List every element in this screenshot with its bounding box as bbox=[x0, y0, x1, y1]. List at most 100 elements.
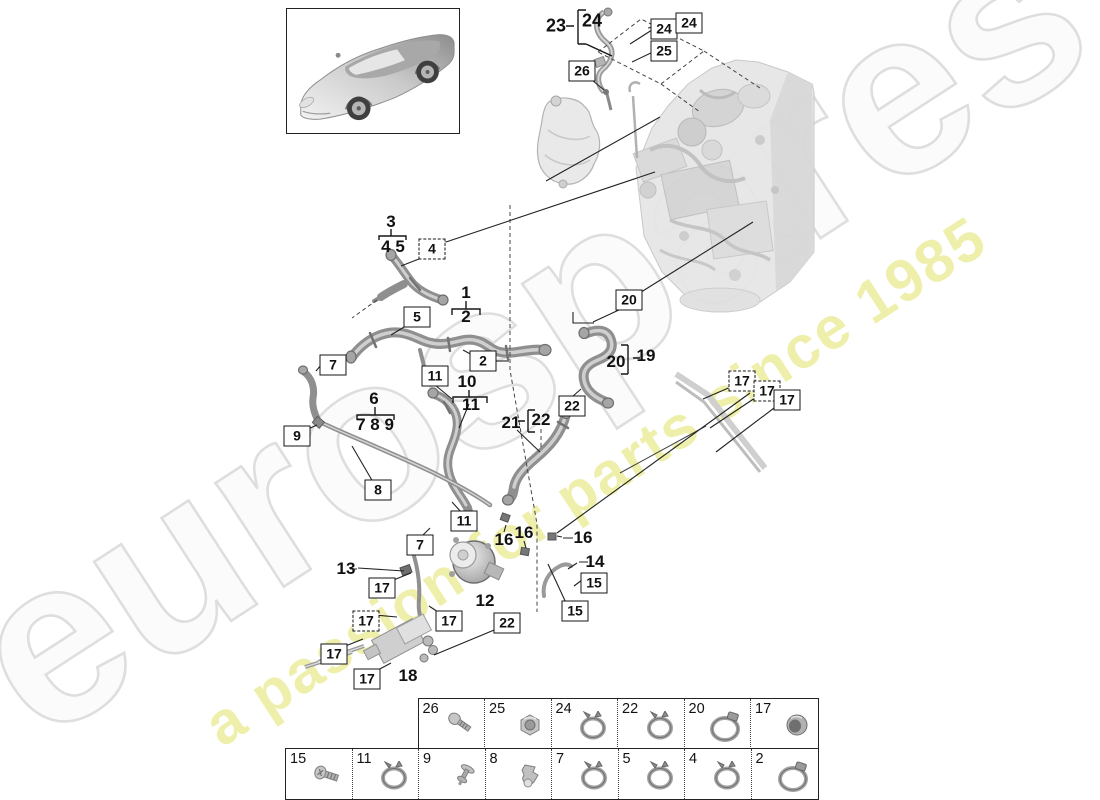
callout-label-1: 1 bbox=[461, 283, 471, 302]
callout-box-20: 20 bbox=[615, 289, 643, 311]
legend-cell-22: 22 bbox=[618, 699, 685, 749]
hose-group bbox=[297, 248, 617, 624]
legend-cell-number: 4 bbox=[689, 751, 698, 767]
callout-box-2: 2 bbox=[469, 350, 497, 372]
legend-cell-9: 9 bbox=[419, 749, 486, 799]
callout-label-10: 10 bbox=[457, 372, 477, 391]
spring-clamp-icon bbox=[646, 711, 673, 740]
callout-box-15: 15 bbox=[561, 600, 589, 622]
legend-row-1: 26 25 24 22 20 17 bbox=[417, 698, 819, 750]
callout-box-15: 15 bbox=[580, 572, 608, 594]
retaining-clip-icon bbox=[521, 764, 539, 788]
callout-box-24: 24 bbox=[675, 12, 703, 34]
legend-cell-number: 26 bbox=[422, 701, 439, 717]
callout-label-21: 21 bbox=[501, 413, 521, 432]
callout-box-17: 17 bbox=[352, 610, 380, 632]
legend-cell-20: 20 bbox=[685, 699, 751, 749]
legend-cell-number: 11 bbox=[356, 751, 372, 767]
callout-box-5: 5 bbox=[403, 306, 431, 328]
nut-icon bbox=[520, 714, 539, 736]
callout-label-2: 2 bbox=[461, 307, 471, 326]
callout-box-4: 4 bbox=[418, 238, 446, 260]
callout-box-17: 17 bbox=[753, 380, 781, 402]
grommet-icon bbox=[786, 714, 807, 736]
callout-label-20: 20 bbox=[606, 352, 626, 371]
callout-box-26: 26 bbox=[568, 60, 596, 82]
worm-clamp-icon bbox=[710, 711, 740, 742]
legend-cell-number: 9 bbox=[423, 751, 432, 767]
callout-box-17: 17 bbox=[320, 643, 348, 665]
legend-cell-4: 4 bbox=[685, 749, 752, 799]
legend-cell-number: 22 bbox=[622, 701, 639, 717]
car-illustration bbox=[299, 34, 455, 121]
spring-clamp-icon bbox=[713, 761, 740, 790]
callout-box-11: 11 bbox=[421, 365, 449, 387]
callout-box-17: 17 bbox=[435, 610, 463, 632]
callout-box-24: 24 bbox=[650, 18, 678, 40]
worm-clamp-icon bbox=[778, 761, 808, 792]
screw-angled-icon bbox=[448, 712, 472, 732]
dashed-lines bbox=[351, 18, 761, 612]
expansion-tank bbox=[536, 95, 601, 189]
callout-label-13: 13 bbox=[336, 559, 356, 578]
callout-label-23: 23 bbox=[545, 15, 567, 36]
legend-cell-2: 2 bbox=[752, 749, 819, 799]
spring-clamp-icon bbox=[580, 761, 607, 790]
callout-label-19: 19 bbox=[636, 346, 656, 365]
callout-label-11: 11 bbox=[462, 395, 480, 414]
rivet-icon bbox=[456, 764, 475, 786]
thermostat-housing bbox=[304, 613, 438, 669]
water-pump bbox=[449, 537, 505, 584]
callout-box-7: 7 bbox=[406, 534, 434, 556]
callout-label-7-8-9: 7 8 9 bbox=[356, 415, 394, 434]
legend-cell-17: 17 bbox=[751, 699, 818, 749]
callout-box-22: 22 bbox=[493, 612, 521, 634]
callout-box-17: 17 bbox=[368, 577, 396, 599]
legend-cell-11: 11 bbox=[353, 749, 419, 799]
group-brackets bbox=[356, 9, 640, 433]
spring-clamp-icon bbox=[580, 711, 606, 740]
callout-box-11: 11 bbox=[450, 510, 478, 532]
callout-box-17: 17 bbox=[728, 370, 756, 392]
legend-cell-number: 5 bbox=[622, 751, 631, 767]
callout-label-16: 16 bbox=[573, 528, 593, 547]
support-bracket bbox=[619, 371, 768, 474]
legend-cell-15: 15 bbox=[286, 749, 353, 799]
legend-cell-number: 25 bbox=[489, 701, 506, 717]
callout-box-7: 7 bbox=[319, 354, 347, 376]
callout-label-24: 24 bbox=[581, 10, 603, 31]
callout-label-22: 22 bbox=[531, 410, 551, 429]
spring-clamp-icon bbox=[381, 761, 407, 790]
screw-pan-icon bbox=[313, 765, 339, 782]
callout-label-16: 16 bbox=[494, 530, 514, 549]
legend-cell-5: 5 bbox=[619, 749, 685, 799]
callout-label-18: 18 bbox=[398, 666, 418, 685]
legend-cell-number: 7 bbox=[556, 751, 565, 767]
engine-assembly bbox=[628, 59, 815, 313]
vehicle-inset-box bbox=[286, 8, 460, 134]
legend-cell-number: 8 bbox=[489, 751, 498, 767]
callout-label-3: 3 bbox=[386, 212, 396, 231]
legend-cell-8: 8 bbox=[486, 749, 552, 799]
spring-clamp-icon bbox=[647, 761, 673, 790]
callout-box-17: 17 bbox=[353, 668, 381, 690]
legend-cell-number: 17 bbox=[755, 701, 772, 717]
legend-cell-25: 25 bbox=[485, 699, 552, 749]
callout-label-12: 12 bbox=[475, 591, 495, 610]
legend-cell-7: 7 bbox=[552, 749, 619, 799]
legend-cell-26: 26 bbox=[419, 699, 485, 749]
legend-cell-number: 20 bbox=[688, 701, 705, 717]
callout-label-4-5: 4 5 bbox=[381, 237, 405, 256]
callout-label-16: 16 bbox=[514, 523, 534, 542]
legend-cell-number: 24 bbox=[555, 701, 572, 717]
callout-label-6: 6 bbox=[369, 389, 379, 408]
callout-label-14: 14 bbox=[585, 552, 605, 571]
callout-box-22: 22 bbox=[558, 395, 586, 417]
callout-box-8: 8 bbox=[364, 479, 392, 501]
callout-box-9: 9 bbox=[283, 425, 311, 447]
legend-cell-number: 2 bbox=[755, 751, 764, 767]
legend-cell-24: 24 bbox=[552, 699, 618, 749]
